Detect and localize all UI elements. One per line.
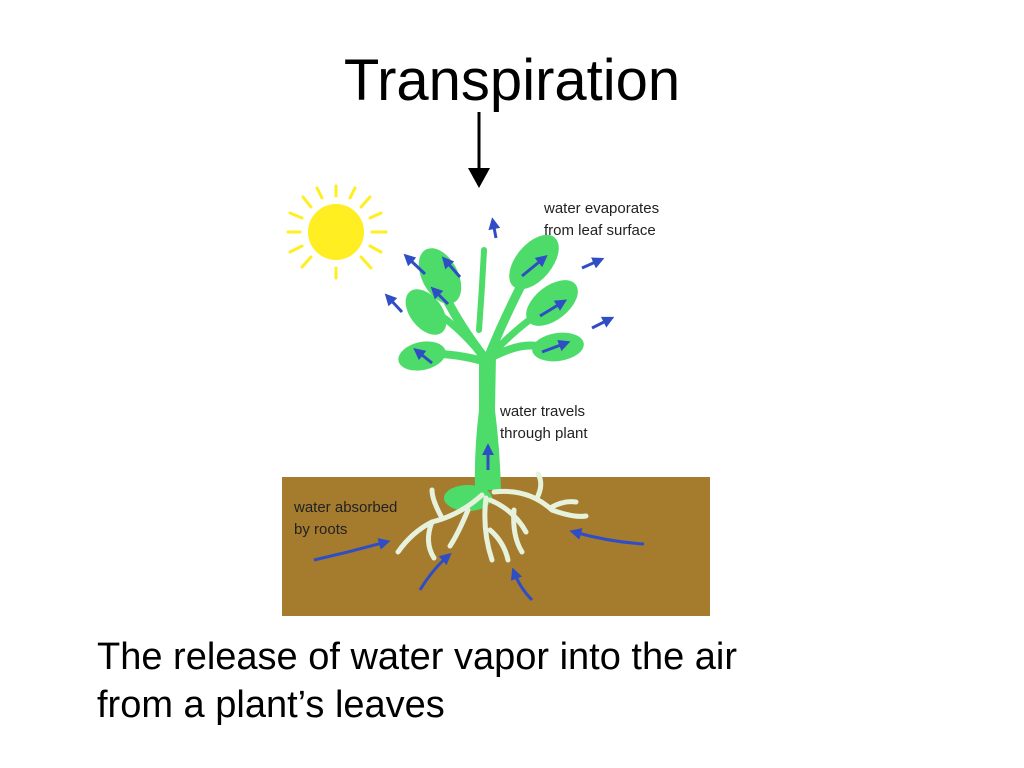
water-flow-arrows [313, 217, 645, 602]
sun-icon [286, 184, 388, 280]
diagram-graphic [282, 184, 710, 616]
slide-caption: The release of water vapor into the air … [97, 636, 738, 726]
transpiration-diagram: water evaporates from leaf surface water… [282, 180, 710, 616]
roots-icon [395, 471, 589, 563]
label-water-evaporates: water evaporates from leaf surface [544, 200, 660, 239]
label-water-travels: water travels through plant [500, 403, 588, 442]
label-water-absorbed: water absorbed by roots [294, 499, 398, 538]
slide-title: Transpiration [343, 48, 681, 113]
title-pointer-arrow [468, 112, 490, 188]
plant-icon [398, 234, 584, 511]
